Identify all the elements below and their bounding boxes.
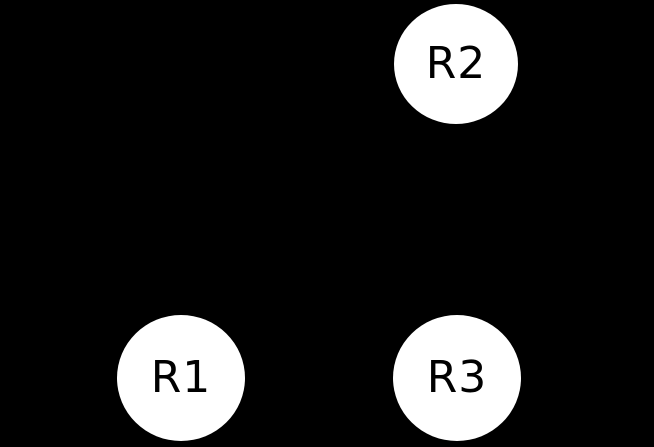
node-r3-label: R3 [426,352,488,403]
node-r1-label: R1 [150,352,212,403]
graph-node-r1: R1 [117,315,245,441]
graph-node-r3: R3 [393,315,521,441]
graph-node-r2: R2 [394,4,518,124]
node-r2-label: R2 [425,38,487,89]
